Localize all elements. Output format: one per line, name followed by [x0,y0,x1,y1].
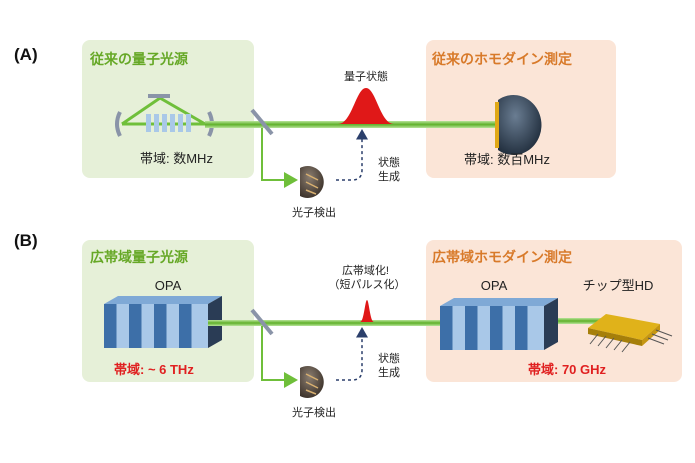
chip-hd-label: チップ型HD [583,278,654,293]
conventional-source-title: 従来の量子光源 [89,51,188,67]
cavity-mirror-left [115,111,122,137]
quantum-state-label: 量子状態 [344,69,388,83]
beam-b [208,320,440,326]
state-generation-arrow-a [336,129,368,181]
quantum-state-pulse-short [360,300,374,322]
photon-detector-a [300,166,324,199]
panel-b: (B) 広帯域量子光源 OPA 広帯域ホモダイン測定 OPA チップ型HD [14,231,682,419]
broadband-source-bandwidth: 帯域: ~ 6 THz [114,362,194,377]
state-generation-line1-a: 状態 [378,155,400,169]
conventional-source-box [82,40,254,178]
panel-a: (A) 従来の量子光源 従来のホモダイン測定 [14,40,616,219]
panel-b-label: (B) [14,231,38,250]
source-opa-label: OPA [155,278,182,293]
branch-to-detector-b [261,326,298,388]
source-opa-crystal [104,296,222,348]
quantum-state-pulse-wide [338,88,394,124]
broadband-label: 広帯域化! （短パルス化） [329,263,406,291]
photon-detection-label-b: 光子検出 [292,405,336,419]
branch-to-detector-a [261,128,298,188]
homodyne-opa-label: OPA [481,278,508,293]
state-generation-line1-b: 状態 [378,351,400,365]
photon-detection-label-a: 光子検出 [292,205,336,219]
broadband-homodyne-title: 広帯域ホモダイン測定 [432,249,572,265]
state-generation-line2-a: 生成 [378,169,400,183]
state-generation-arrow-b [336,327,368,381]
conventional-homodyne-title: 従来のホモダイン測定 [431,51,572,67]
broadband-line2: （短パルス化） [329,277,406,291]
broadband-source-title: 広帯域量子光源 [90,249,188,265]
beam-splitter-a [250,108,274,136]
state-generation-line2-b: 生成 [378,365,400,379]
cavity-mirror-top [148,94,170,98]
conventional-homodyne-bandwidth: 帯域: 数百MHz [464,152,550,167]
conventional-source-bandwidth: 帯域: 数MHz [140,151,213,166]
homodyne-detector-dome [495,95,542,156]
nonlinear-crystal [146,114,191,132]
state-generation-label-a: 状態 生成 [378,155,403,183]
beam-splitter-b [250,308,274,336]
beam-to-chip [558,318,604,324]
homodyne-opa-crystal [440,298,558,350]
broadband-homodyne-bandwidth: 帯域: 70 GHz [528,362,607,377]
broadband-line1: 広帯域化! [342,263,389,277]
photon-detector-b [300,366,324,399]
beam-a [205,121,497,128]
chip-homodyne-detector [588,314,673,353]
state-generation-label-b: 状態 生成 [378,351,403,379]
panel-a-label: (A) [14,45,38,64]
